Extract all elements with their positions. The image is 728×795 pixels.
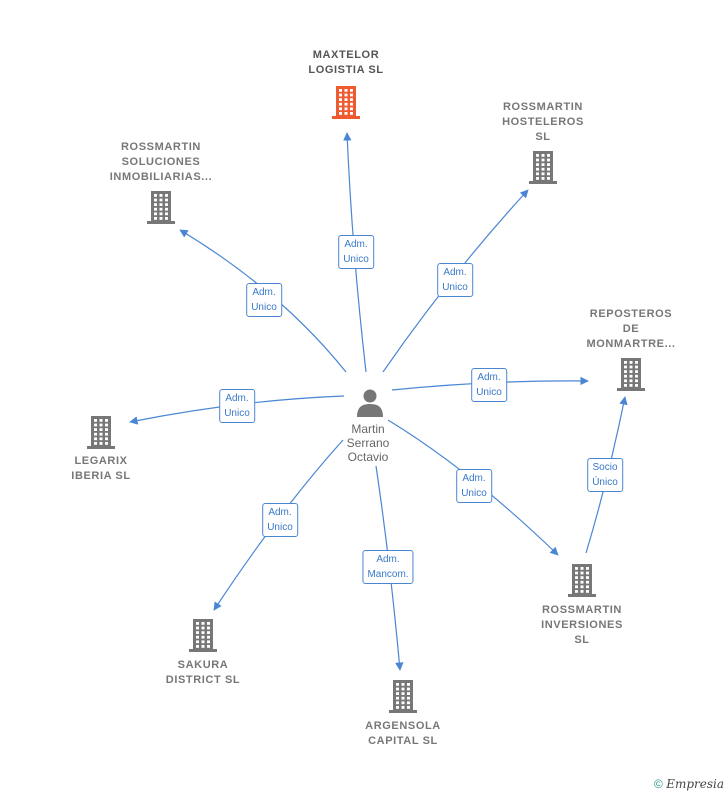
edge-label-line: Unico xyxy=(251,302,277,313)
edge-label-hosteleros[interactable]: Adm. Unico xyxy=(437,263,473,297)
person-name-line-3: Octavio xyxy=(347,450,389,464)
edge-label-soluciones[interactable]: Adm. Unico xyxy=(246,283,282,317)
company-label-inversiones[interactable]: ROSSMARTIN INVERSIONES SL xyxy=(541,604,623,646)
building-icon[interactable] xyxy=(527,149,559,185)
edge-label-line: Socio xyxy=(592,462,618,473)
edge-label-line: Unico xyxy=(343,254,369,265)
copyright-icon: © xyxy=(654,777,663,791)
edge-label-legarix[interactable]: Adm. Unico xyxy=(219,389,255,423)
person-icon[interactable] xyxy=(354,386,386,418)
edge-label-line: Único xyxy=(592,477,618,488)
edge-label-line: Unico xyxy=(224,408,250,419)
person-name-line-1: Martin xyxy=(351,422,385,436)
building-icon[interactable] xyxy=(330,84,362,120)
building-icon[interactable] xyxy=(187,617,219,653)
company-label-maxtelor[interactable]: MAXTELOR LOGISTIA SL xyxy=(308,49,384,76)
edge-label-line: Adm. xyxy=(268,507,292,518)
edge-label-line: Unico xyxy=(267,522,293,533)
company-label-soluciones[interactable]: ROSSMARTIN SOLUCIONES INMOBILIARIAS... xyxy=(109,141,213,183)
company-label-sakura[interactable]: SAKURA DISTRICT SL xyxy=(165,659,241,686)
building-icon[interactable] xyxy=(85,414,117,450)
edge-label-line: Unico xyxy=(442,282,468,293)
company-label-hosteleros[interactable]: ROSSMARTIN HOSTELEROS SL xyxy=(502,101,584,143)
edge-label-argensola[interactable]: Adm. Mancom. xyxy=(362,550,414,584)
edge-label-line: Unico xyxy=(476,387,502,398)
building-icon[interactable] xyxy=(387,678,419,714)
edge-label-line: Adm. xyxy=(477,372,501,383)
company-label-legarix[interactable]: LEGARIX IBERIA SL xyxy=(71,455,131,482)
edge-label-maxtelor[interactable]: Adm. Unico xyxy=(338,235,374,269)
person-name[interactable]: Martin Serrano Octavio xyxy=(308,422,428,464)
brand-name: Empresia xyxy=(666,777,724,791)
building-icon[interactable] xyxy=(145,189,177,225)
edge-label-line: Adm. xyxy=(443,267,467,278)
edge-label-sakura[interactable]: Adm. Unico xyxy=(262,503,298,537)
edge-label-line: Mancom. xyxy=(367,569,409,580)
edge-label-line: Adm. xyxy=(225,393,249,404)
footer-brand: © Empresia xyxy=(654,777,724,791)
edge-label-inversiones[interactable]: Adm. Unico xyxy=(456,469,492,503)
company-label-reposteros[interactable]: REPOSTEROS DE MONMARTRE... xyxy=(586,308,676,350)
edge-label-line: Adm. xyxy=(376,554,400,565)
person-name-line-2: Serrano xyxy=(346,436,390,450)
edge-label-line: Adm. xyxy=(252,287,276,298)
building-icon[interactable] xyxy=(566,562,598,598)
edge-label-reposteros[interactable]: Adm. Unico xyxy=(471,368,507,402)
edge-label-line: Adm. xyxy=(344,239,368,250)
building-icon[interactable] xyxy=(615,356,647,392)
edge-label-line: Adm. xyxy=(462,473,486,484)
edge-label-line: Unico xyxy=(461,488,487,499)
company-label-argensola[interactable]: ARGENSOLA CAPITAL SL xyxy=(365,720,441,747)
